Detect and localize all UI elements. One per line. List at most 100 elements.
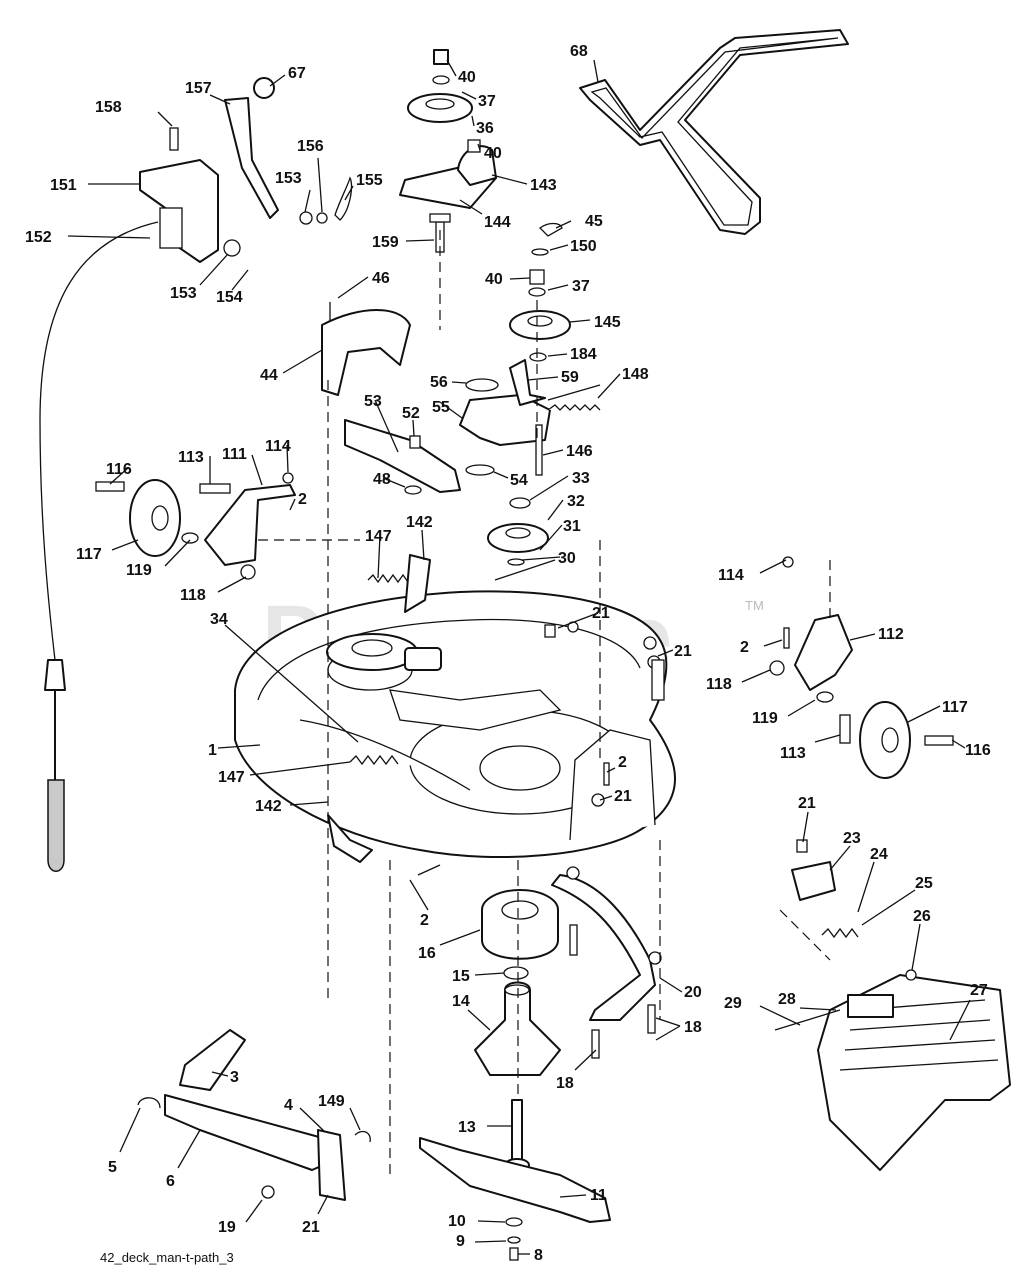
callout-150: 150 <box>570 238 597 255</box>
callout-32: 32 <box>567 493 585 510</box>
callout-142-top: 142 <box>406 514 433 531</box>
callout-142-bottom: 142 <box>255 798 282 815</box>
control-cable <box>39 221 159 872</box>
callout-153: 153 <box>170 285 197 302</box>
idler-spring <box>547 404 601 411</box>
callout-21-c: 21 <box>614 788 632 805</box>
callout-13: 13 <box>458 1119 476 1136</box>
callout-2-deck: 2 <box>618 754 627 771</box>
leader-lines <box>67 59 971 1255</box>
left-wheel-assembly <box>95 472 296 580</box>
callout-23: 23 <box>843 830 861 847</box>
callout-29: 29 <box>724 995 742 1012</box>
callout-184: 184 <box>570 346 597 363</box>
callout-24: 24 <box>870 846 888 863</box>
callout-16: 16 <box>418 945 436 962</box>
drive-belt <box>579 29 849 235</box>
callout-labels: 67 68 157 158 151 152 153 156 155 153 15… <box>25 43 991 1264</box>
lift-link-assembly <box>137 1029 371 1201</box>
callout-21-d: 21 <box>798 795 816 812</box>
callout-10: 10 <box>448 1213 466 1230</box>
callout-147-top: 147 <box>365 528 392 545</box>
callout-68: 68 <box>570 43 588 60</box>
callout-54: 54 <box>510 472 528 489</box>
callout-2-right: 2 <box>740 639 749 656</box>
discharge-chute <box>774 969 1011 1171</box>
callout-8: 8 <box>534 1247 543 1264</box>
callout-5: 5 <box>108 1159 117 1176</box>
assembly-guide-lines <box>258 230 831 1180</box>
callout-119-right: 119 <box>752 710 778 727</box>
callout-149: 149 <box>318 1093 345 1110</box>
blade-assembly <box>419 1099 611 1261</box>
callout-116-left: 116 <box>106 461 132 478</box>
callout-146: 146 <box>566 443 593 460</box>
mower-deck-shell <box>234 590 676 859</box>
callout-26: 26 <box>913 908 931 925</box>
callout-152: 152 <box>25 229 52 246</box>
callout-67: 67 <box>288 65 306 82</box>
right-wheel-assembly <box>769 556 954 779</box>
pulley-stack-2 <box>509 222 571 362</box>
callout-111: 111 <box>222 446 247 463</box>
callout-36: 36 <box>476 120 494 137</box>
callout-113-right: 113 <box>780 745 806 762</box>
callout-114-right: 114 <box>718 567 744 584</box>
callout-153-top: 153 <box>275 170 302 187</box>
pulley-32 <box>487 497 549 566</box>
callout-114-left: 114 <box>265 438 291 455</box>
callout-45: 45 <box>585 213 603 230</box>
callout-151: 151 <box>50 177 77 194</box>
callout-40-b: 40 <box>484 145 502 162</box>
callout-145: 145 <box>594 314 621 331</box>
callout-11: 11 <box>590 1187 607 1204</box>
callout-18-left: 18 <box>556 1075 574 1092</box>
callout-3: 3 <box>230 1069 239 1086</box>
callout-40-a: 40 <box>458 69 476 86</box>
callout-143: 143 <box>530 177 557 194</box>
callout-158: 158 <box>95 99 122 116</box>
callout-48: 48 <box>373 471 391 488</box>
deck-hardware <box>544 621 665 807</box>
callout-52: 52 <box>402 405 420 422</box>
callout-117-left: 117 <box>76 546 102 563</box>
callout-157: 157 <box>185 80 212 97</box>
callout-117-right: 117 <box>942 699 968 716</box>
callout-2-bottom: 2 <box>420 912 429 929</box>
idler-pulley-stack <box>399 49 497 253</box>
callout-53: 53 <box>364 393 382 410</box>
callout-21-e: 21 <box>302 1219 320 1236</box>
callout-144: 144 <box>484 214 511 231</box>
callout-19: 19 <box>218 1219 236 1236</box>
callout-6: 6 <box>166 1173 175 1190</box>
callout-44: 44 <box>260 367 278 384</box>
diagram-caption: 42_deck_man-t-path_3 <box>100 1250 234 1265</box>
callout-116-right: 116 <box>965 742 991 759</box>
spring-147 <box>349 554 431 766</box>
bracket-53 <box>344 419 461 495</box>
belt-guard <box>321 302 411 396</box>
watermark-tm: TM <box>745 598 764 613</box>
callout-14: 14 <box>452 993 470 1010</box>
callout-37-a: 37 <box>478 93 496 110</box>
callout-46: 46 <box>372 270 390 287</box>
lever-142 <box>327 814 373 863</box>
callout-112: 112 <box>878 626 904 643</box>
callout-118-right: 118 <box>706 676 732 693</box>
callout-113-left: 113 <box>178 449 204 466</box>
callout-55: 55 <box>432 399 450 416</box>
callout-119-left: 119 <box>126 562 152 579</box>
callout-147-bottom: 147 <box>218 769 245 786</box>
callout-4: 4 <box>284 1097 293 1114</box>
callout-118-left: 118 <box>180 587 206 604</box>
callout-37-b: 37 <box>572 278 590 295</box>
callout-15: 15 <box>452 968 470 985</box>
callout-2-left: 2 <box>298 491 307 508</box>
callout-40-c: 40 <box>485 271 503 288</box>
callout-18-right: 18 <box>684 1019 702 1036</box>
callout-25: 25 <box>915 875 933 892</box>
lever-bracket-assembly <box>139 77 353 263</box>
callout-154: 154 <box>216 289 243 306</box>
idler-arm-20 <box>551 866 662 1059</box>
